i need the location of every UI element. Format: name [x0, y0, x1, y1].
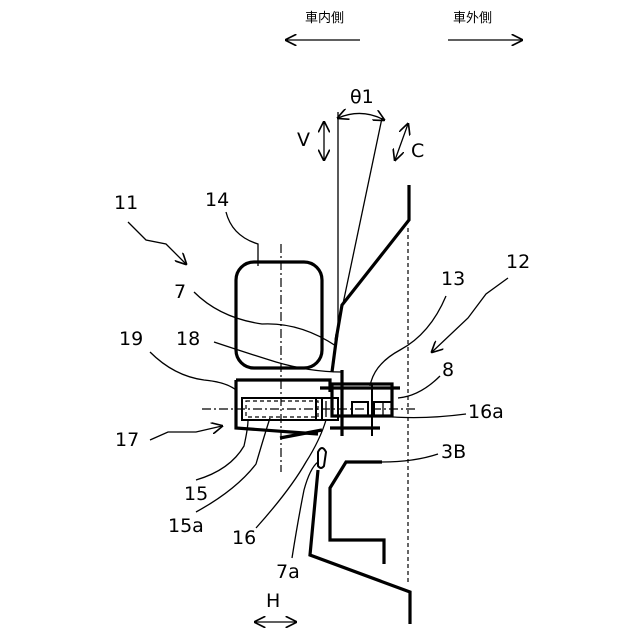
h-label: H [266, 590, 280, 612]
inside-direction-label: 車内側 [305, 10, 344, 26]
housing-19-top [236, 380, 330, 392]
c-direction-arrow [395, 124, 408, 160]
callout-7a: 7a [276, 561, 300, 583]
leader-8 [398, 376, 440, 398]
callout-15: 15 [184, 483, 208, 505]
leader-14 [226, 212, 258, 266]
callout-16a: 16a [468, 401, 504, 423]
callout-3B: 3B [441, 441, 466, 463]
callout-7: 7 [174, 281, 186, 303]
callout-12: 12 [506, 251, 530, 273]
tilt-reference-line [340, 118, 382, 318]
theta1-label: θ1 [350, 86, 374, 108]
theta1-angle-arc [338, 113, 384, 120]
callout-17: 17 [115, 429, 139, 451]
leader-11 [128, 222, 186, 264]
door-lower-panel [310, 470, 410, 624]
callout-19: 19 [119, 328, 143, 350]
v-label: V [297, 129, 310, 151]
callout-14: 14 [205, 189, 229, 211]
callout-15a: 15a [168, 515, 204, 537]
leader-16a [382, 414, 466, 418]
callout-11: 11 [114, 192, 138, 214]
leader-7 [194, 292, 336, 346]
callout-13: 13 [441, 268, 465, 290]
leader-3B [382, 454, 438, 462]
callout-8: 8 [442, 359, 454, 381]
leader-17 [150, 426, 222, 440]
callout-18: 18 [176, 328, 200, 350]
leader-19 [150, 352, 236, 390]
seat-cushion [236, 262, 322, 368]
rail-3B [330, 462, 384, 564]
outside-direction-label: 車外側 [453, 11, 492, 26]
member-7a [318, 448, 326, 468]
c-label: C [411, 140, 424, 162]
door-frame-panel [336, 185, 409, 340]
callout-16: 16 [232, 527, 256, 549]
housing-17-outline [236, 380, 318, 434]
